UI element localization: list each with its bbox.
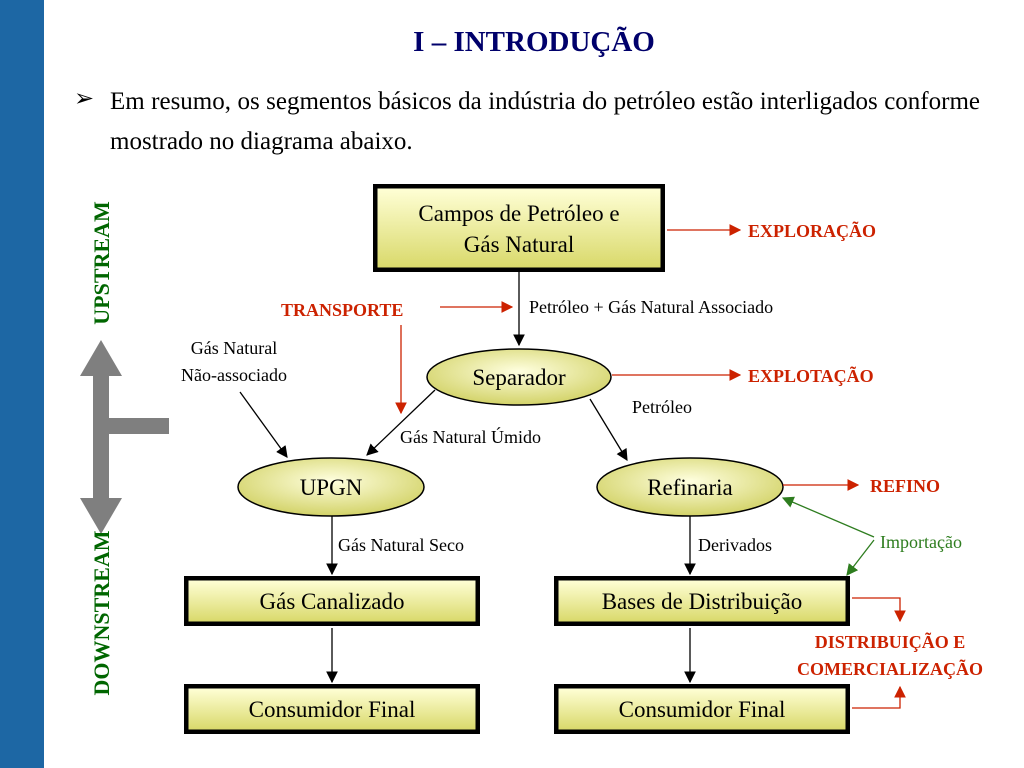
arrow-distribuicao-down (852, 597, 906, 623)
label-gas-nao-associado-2: Não-associado (181, 365, 287, 385)
arrow-separador-refinaria (589, 398, 628, 462)
node-refinaria: Refinaria (596, 457, 784, 517)
node-upgn: UPGN (237, 457, 425, 517)
stage-arrows (395, 224, 906, 709)
arrow-importacao-bases (846, 539, 875, 576)
upstream-downstream-arrow-icon (80, 340, 169, 534)
node-campos-line2: Gás Natural (464, 232, 575, 257)
node-consumidor-final-right: Consumidor Final (554, 684, 850, 734)
node-consumidor-final-left: Consumidor Final (184, 684, 480, 734)
arrow-separador-upgn (366, 389, 436, 456)
node-bases-distribuicao-label: Bases de Distribuição (602, 589, 803, 614)
node-separador-label: Separador (472, 365, 566, 390)
upstream-label: UPSTREAM (89, 201, 114, 325)
arrow-importacao-refinaria (781, 496, 875, 538)
label-petroleo-gas-associado: Petróleo + Gás Natural Associado (529, 297, 773, 317)
label-gas-seco: Gás Natural Seco (338, 535, 464, 555)
stage-refino: REFINO (870, 476, 940, 496)
stage-exploracao: EXPLORAÇÃO (748, 220, 876, 241)
stage-distribuicao-2: COMERCIALIZAÇÃO (797, 658, 983, 679)
label-petroleo: Petróleo (632, 397, 692, 417)
slide-title: I – INTRODUÇÃO (413, 26, 655, 58)
arrow-nao-associado-upgn (239, 391, 288, 458)
arrow-distribuicao-up (852, 685, 906, 709)
sidebar-bar (0, 0, 44, 768)
stage-transporte: TRANSPORTE (281, 300, 403, 320)
label-gas-umido: Gás Natural Úmido (400, 426, 541, 447)
stage-explotacao: EXPLOTAÇÃO (748, 365, 874, 386)
label-derivados: Derivados (698, 535, 772, 555)
node-campos-line1: Campos de Petróleo e (418, 201, 619, 226)
bullet-arrow-icon: ➢ (74, 86, 95, 112)
node-campos: Campos de Petróleo e Gás Natural (373, 184, 665, 272)
node-refinaria-label: Refinaria (647, 475, 733, 500)
label-gas-nao-associado-1: Gás Natural (191, 338, 277, 358)
node-gas-canalizado-label: Gás Canalizado (260, 589, 405, 614)
node-upgn-label: UPGN (300, 475, 363, 500)
import-arrows (781, 496, 875, 576)
node-consumidor-final-left-label: Consumidor Final (249, 697, 416, 722)
node-consumidor-final-right-label: Consumidor Final (619, 697, 786, 722)
node-separador: Separador (426, 348, 612, 406)
bullet-text: Em resumo, os segmentos básicos da indús… (110, 88, 980, 155)
label-importacao: Importação (880, 532, 962, 552)
stage-distribuicao-1: DISTRIBUIÇÃO E (815, 631, 966, 652)
downstream-label: DOWNSTREAM (89, 530, 114, 696)
node-bases-distribuicao: Bases de Distribuição (554, 576, 850, 626)
flow-arrows (239, 272, 696, 684)
node-gas-canalizado: Gás Canalizado (184, 576, 480, 626)
